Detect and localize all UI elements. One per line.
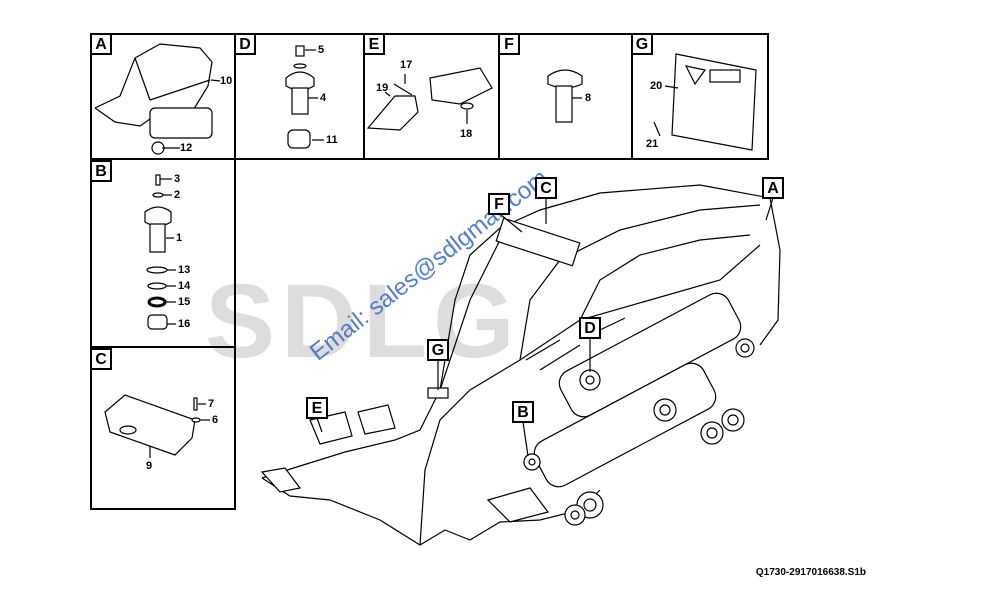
callout-4: 4 bbox=[320, 92, 327, 104]
panel-e-label: E bbox=[363, 33, 385, 55]
callout-7: 7 bbox=[208, 398, 215, 410]
main-tag-e: E bbox=[306, 397, 328, 419]
panel-g bbox=[631, 33, 769, 160]
panel-f-label: F bbox=[498, 33, 520, 55]
callout-8: 8 bbox=[585, 92, 592, 104]
callout-19: 19 bbox=[376, 82, 389, 94]
callout-20: 20 bbox=[650, 80, 663, 92]
panel-c-label: C bbox=[90, 348, 112, 370]
panel-c-sketch bbox=[104, 394, 210, 458]
callout-12: 12 bbox=[180, 142, 193, 154]
callout-9: 9 bbox=[146, 460, 153, 472]
panel-f-sketch bbox=[547, 69, 583, 123]
callout-17: 17 bbox=[400, 59, 413, 71]
panel-b-sketch bbox=[144, 174, 176, 330]
callout-2: 2 bbox=[174, 189, 181, 201]
callout-3: 3 bbox=[174, 173, 181, 185]
callout-13: 13 bbox=[178, 264, 191, 276]
main-tag-d: D bbox=[579, 317, 601, 339]
callout-18: 18 bbox=[460, 128, 473, 140]
panel-d-sketch bbox=[285, 45, 324, 149]
callout-21: 21 bbox=[646, 138, 659, 150]
callout-16: 16 bbox=[178, 318, 191, 330]
panel-a-label: A bbox=[90, 33, 112, 55]
callout-6: 6 bbox=[212, 414, 219, 426]
main-tag-c: C bbox=[535, 177, 557, 199]
panel-b-label: B bbox=[90, 160, 112, 182]
main-tag-g: G bbox=[427, 339, 449, 361]
drawing-reference: Q1730-2917016638.S1b bbox=[755, 567, 866, 578]
panel-g-sketch bbox=[653, 53, 757, 151]
callout-5: 5 bbox=[318, 44, 325, 56]
main-tag-f: F bbox=[488, 193, 510, 215]
panel-e-sketch bbox=[366, 67, 493, 131]
main-tag-a: A bbox=[762, 177, 784, 199]
bucket-drawing bbox=[260, 184, 781, 546]
callout-14: 14 bbox=[178, 280, 191, 292]
main-tag-b: B bbox=[512, 401, 534, 423]
panel-g-label: G bbox=[631, 33, 653, 55]
callout-1: 1 bbox=[176, 232, 183, 244]
panel-a-sketch bbox=[94, 43, 221, 155]
callout-10: 10 bbox=[220, 75, 233, 87]
panel-b bbox=[90, 158, 236, 348]
callout-15: 15 bbox=[178, 296, 191, 308]
panel-c bbox=[90, 346, 236, 510]
panel-d-label: D bbox=[234, 33, 256, 55]
callout-11: 11 bbox=[326, 134, 338, 146]
